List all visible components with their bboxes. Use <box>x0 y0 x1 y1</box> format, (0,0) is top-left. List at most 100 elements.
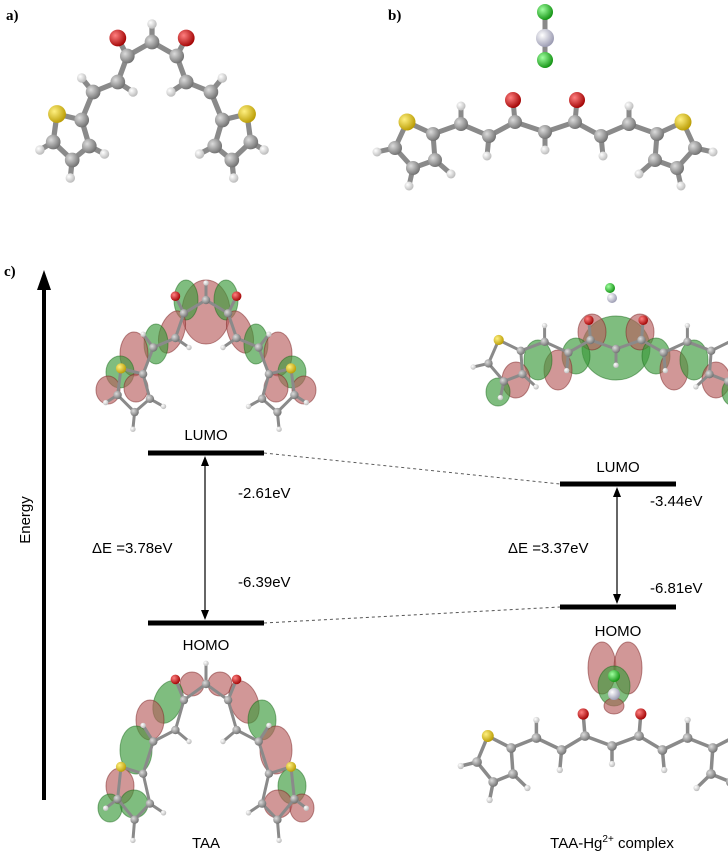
carbon-atom <box>406 161 420 175</box>
hydrogen-atom <box>220 344 226 351</box>
chlorine-atom <box>537 52 553 68</box>
hydrogen-atom <box>540 145 550 155</box>
taa-gap-value: ΔE =3.78eV <box>92 540 173 557</box>
hydrogen-atom <box>482 151 492 161</box>
bond <box>640 338 666 355</box>
carbon-atom <box>648 153 662 167</box>
carbon-atom <box>634 731 644 741</box>
carbon-atom <box>214 112 230 128</box>
hydrogen-atom <box>676 181 686 191</box>
carbon-atom <box>257 799 267 808</box>
carbon-atom <box>113 390 122 400</box>
carbon-atom <box>264 769 274 778</box>
hydrogen-atom <box>259 145 269 155</box>
carbon-atom <box>273 407 282 417</box>
bond <box>204 298 230 315</box>
carbon-atom <box>178 74 194 90</box>
taa-homo-orbital <box>97 660 315 844</box>
panel-label-a: a) <box>6 8 19 24</box>
carbon-atom <box>145 799 155 808</box>
carbon-atom <box>657 745 668 755</box>
hydrogen-atom <box>203 660 209 666</box>
orbital-lobe-negative <box>119 789 149 819</box>
hydrogen-atom <box>203 280 209 286</box>
taa-homo-label: HOMO <box>183 637 230 654</box>
carbon-atom <box>594 129 608 143</box>
hydrogen-atom <box>35 145 45 155</box>
panel-label-b: b) <box>388 8 401 24</box>
bond <box>173 698 186 732</box>
carbon-atom <box>531 733 542 743</box>
carbon-atom <box>171 725 180 735</box>
bond <box>275 797 296 822</box>
carbon-atom <box>508 769 518 779</box>
bond <box>685 340 713 353</box>
panel-label-c: c) <box>4 264 16 280</box>
bond <box>182 682 208 702</box>
bond <box>519 340 547 353</box>
carbon-atom <box>508 115 522 129</box>
hydrogen-atom <box>276 837 282 844</box>
carbon-atom <box>454 117 468 131</box>
chlorine-atom <box>608 670 620 682</box>
carbon-atom <box>201 679 211 689</box>
carbon-atom <box>264 369 274 379</box>
carbon-atom <box>254 343 263 352</box>
hydrogen-atom <box>103 805 109 811</box>
carbon-atom <box>586 335 595 345</box>
hydrogen-atom <box>634 169 644 179</box>
carbon-atom <box>705 370 714 379</box>
carbon-atom <box>179 309 189 318</box>
complex-levels: LUMO HOMO -3.44eV -6.81eV ΔE =3.37eV <box>508 459 703 640</box>
carbon-atom <box>144 34 160 50</box>
carbon-atom <box>290 794 299 804</box>
hydrogen-atom <box>486 796 493 804</box>
carbon-atom <box>171 333 180 343</box>
energy-axis-label: Energy <box>17 496 34 544</box>
carbon-atom <box>203 84 219 100</box>
oxygen-atom <box>177 29 195 47</box>
hydrogen-atom <box>470 364 476 370</box>
hydrogen-atom <box>140 331 146 337</box>
carbon-atom <box>81 138 97 154</box>
sulfur-atom <box>115 363 127 374</box>
carbon-atom <box>622 117 636 131</box>
oxygen-atom <box>505 92 521 108</box>
sulfur-atom <box>674 113 692 131</box>
carbon-atom <box>682 733 693 743</box>
complex-lumo-label: LUMO <box>596 459 639 476</box>
hydrogen-atom <box>456 101 466 111</box>
hydrogen-atom <box>564 367 570 374</box>
orbital-lobe-negative <box>523 339 553 381</box>
carbon-atom <box>113 794 122 804</box>
bond <box>566 338 592 355</box>
carbon-atom <box>388 141 402 155</box>
hydrogen-atom <box>662 367 668 374</box>
hydrogen-atom <box>140 722 146 729</box>
bond <box>226 311 239 340</box>
carbon-atom <box>506 743 517 753</box>
orbital-lobe-positive <box>263 789 293 819</box>
hydrogen-atom <box>497 394 504 401</box>
carbon-atom <box>243 134 259 150</box>
hydrogen-atom <box>446 169 456 179</box>
hydrogen-atom <box>130 837 136 844</box>
complex-lumo-energy: -3.44eV <box>650 493 703 510</box>
hydrogen-atom <box>693 384 699 390</box>
carbon-atom <box>232 725 241 735</box>
hydrogen-atom <box>194 149 205 159</box>
mercury-atom <box>608 688 620 700</box>
hydrogen-atom <box>613 362 619 368</box>
taa-molecule <box>35 19 269 183</box>
carbon-atom <box>119 48 135 64</box>
complex-homo-label: HOMO <box>595 623 642 640</box>
oxygen-atom <box>569 92 585 108</box>
hydrogen-atom <box>130 426 136 432</box>
carbon-atom <box>556 745 567 755</box>
carbon-atom <box>130 407 139 417</box>
hydrogen-atom <box>661 766 668 774</box>
bond <box>141 346 155 376</box>
carbon-atom <box>145 394 155 403</box>
carbon-atom <box>650 127 664 141</box>
bond <box>662 340 689 355</box>
